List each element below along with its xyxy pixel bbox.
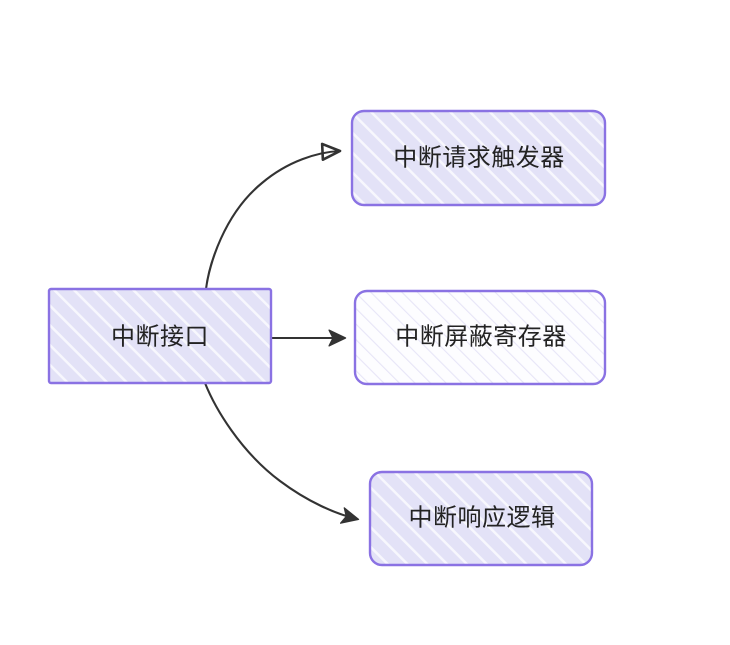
node-mask-register-label: 中断屏蔽寄存器 <box>395 323 567 350</box>
edge-source-to-response-logic[interactable] <box>203 381 360 524</box>
node-mask-register-shape[interactable] <box>353 289 607 386</box>
node-response-logic-label: 中断响应逻辑 <box>409 504 556 531</box>
edge-group <box>203 142 360 524</box>
node-source[interactable]: 中断接口 <box>47 287 273 385</box>
node-source-label: 中断接口 <box>111 323 209 350</box>
edge-source-to-trigger[interactable] <box>204 142 342 291</box>
node-response-logic[interactable]: 中断响应逻辑 <box>368 470 594 567</box>
node-trigger-shape[interactable] <box>350 109 607 207</box>
node-mask-register[interactable]: 中断屏蔽寄存器 <box>353 289 607 386</box>
node-trigger-label: 中断请求触发器 <box>393 144 565 171</box>
node-response-logic-shape[interactable] <box>368 470 594 567</box>
node-trigger[interactable]: 中断请求触发器 <box>350 109 607 207</box>
node-source-shape[interactable] <box>47 287 273 385</box>
